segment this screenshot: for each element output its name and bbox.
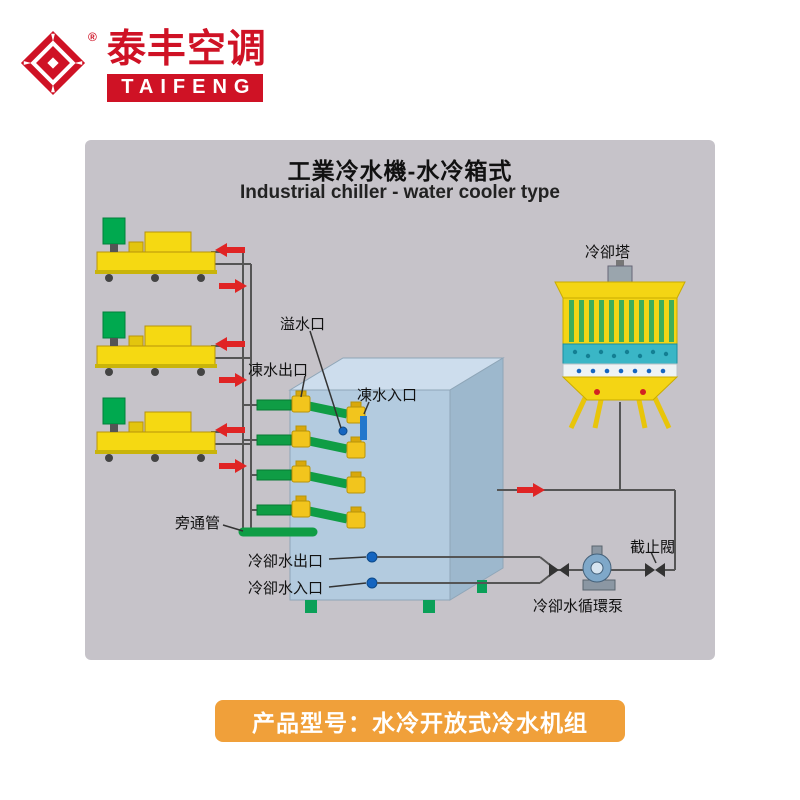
- label-cooling-water-outlet: 冷卻水出口: [248, 553, 324, 570]
- label-bypass-pipe: 旁通管: [175, 515, 221, 532]
- machine-2: [95, 311, 217, 376]
- pump-icon: [582, 545, 616, 591]
- machine-3: [95, 397, 217, 462]
- diagram-panel: 工業冷水機-水冷箱式 Industrial chiller - water co…: [85, 140, 715, 660]
- brand-name-cn: 泰丰空调: [106, 28, 267, 71]
- label-pointer-lines: [222, 330, 657, 588]
- pipe-lines: [211, 251, 261, 532]
- water-ports: [338, 416, 378, 589]
- product-model-text: 产品型号：水冷开放式冷水机组: [252, 710, 588, 736]
- label-circulation-pump: 冷卻水循環泵: [533, 598, 624, 615]
- label-chilled-water-inlet: 凍水入口: [357, 387, 418, 404]
- brand-name-bar: TAIFENG: [106, 73, 263, 102]
- chiller-box: [288, 357, 505, 613]
- cooling-tower: [554, 260, 686, 430]
- brand-name-en: TAIFENG: [121, 75, 257, 98]
- stop-valve-icons: [549, 563, 665, 577]
- registered-mark: ®: [88, 30, 97, 44]
- machine-1: [95, 217, 217, 282]
- flow-arrows: [215, 243, 545, 497]
- label-cooling-water-inlet: 冷卻水入口: [248, 580, 324, 597]
- manifold-pipes: [238, 399, 348, 537]
- label-cooling-tower: 冷卻塔: [585, 244, 631, 261]
- diagram-title-cn: 工業冷水機-水冷箱式: [287, 158, 513, 184]
- manifold-valves: [291, 390, 366, 529]
- brand-logo: ® 泰丰空调 TAIFENG: [20, 28, 267, 102]
- diagram-title-en: Industrial chiller - water cooler type: [240, 182, 560, 203]
- diagram-canvas: [95, 217, 686, 613]
- product-model-banner: 产品型号：水冷开放式冷水机组: [215, 700, 625, 742]
- brand-text: 泰丰空调 TAIFENG: [106, 28, 267, 102]
- label-chilled-water-outlet: 凍水出口: [248, 362, 309, 379]
- label-overflow-port: 溢水口: [280, 316, 326, 333]
- taifeng-logo-icon: [20, 30, 86, 96]
- label-stop-valve: 截止閥: [630, 539, 676, 556]
